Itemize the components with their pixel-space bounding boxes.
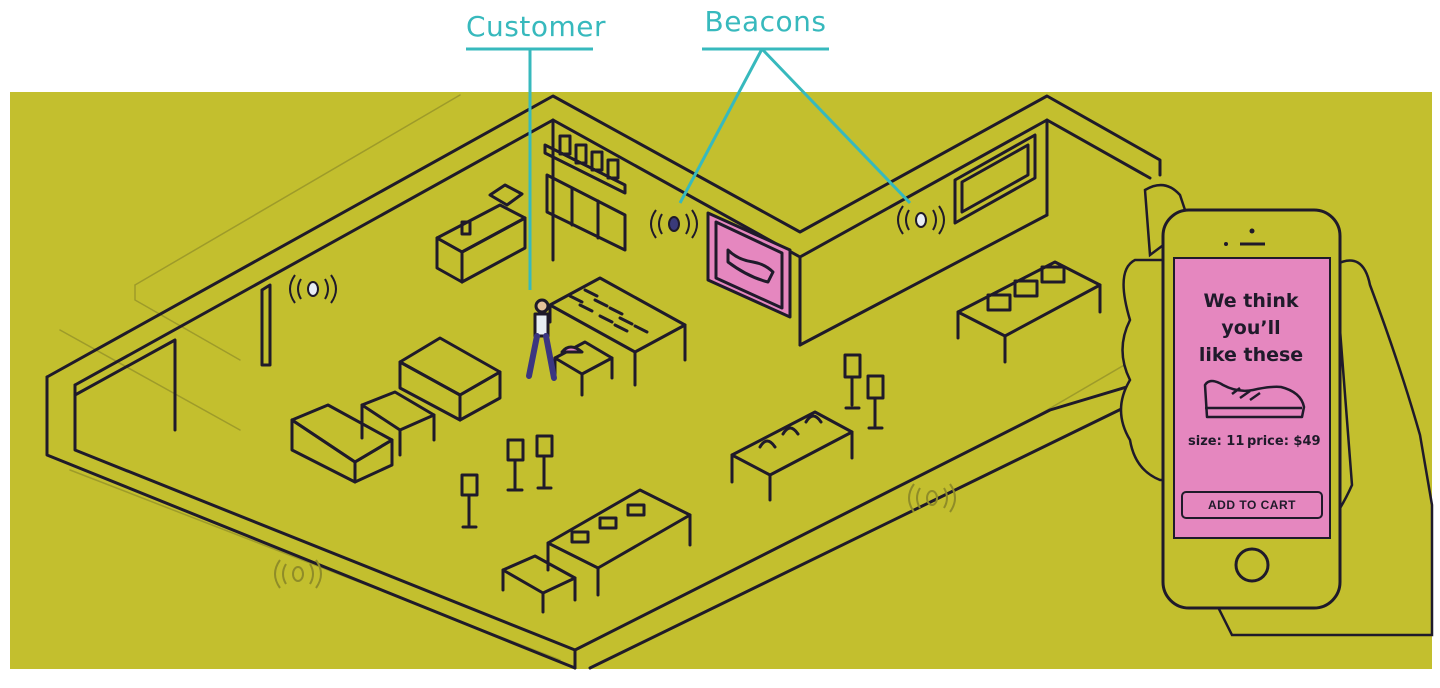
beacons-label: Beacons: [704, 5, 827, 38]
heading-line-2: like these: [1198, 344, 1304, 366]
add-to-cart-button[interactable]: ADD TO CART: [1181, 491, 1323, 519]
heading-line-1: We think you’ll: [1203, 290, 1299, 339]
shoe-icon: [1203, 379, 1306, 419]
hat-table: [730, 410, 854, 502]
shoe-price: price: $49: [1247, 434, 1321, 449]
callout-lines: [466, 47, 912, 290]
store-outer-wall: [45, 94, 1162, 670]
customer-figure: [526, 298, 557, 381]
shoe-table: [548, 276, 687, 387]
clothing-table-front: [546, 488, 692, 597]
beacon-icons: [274, 205, 956, 589]
shoe-size: size: 11: [1188, 434, 1245, 449]
coffee-table: [360, 390, 436, 457]
small-table: [553, 340, 614, 397]
wall-shelf: [543, 134, 627, 252]
sofa-small: [290, 403, 394, 484]
phone-recommendation-heading: We think you’ll like these: [1176, 288, 1326, 369]
bench-front: [501, 554, 577, 614]
wall-display-screen: [706, 211, 792, 319]
customer-label: Customer: [466, 10, 607, 43]
sofa-large: [398, 336, 502, 422]
checkout-counter: [435, 183, 527, 284]
wall-mirror: [953, 133, 1037, 225]
store-interior-walls: [73, 118, 1049, 432]
bag-table: [956, 260, 1102, 364]
mannequins: [460, 353, 885, 529]
